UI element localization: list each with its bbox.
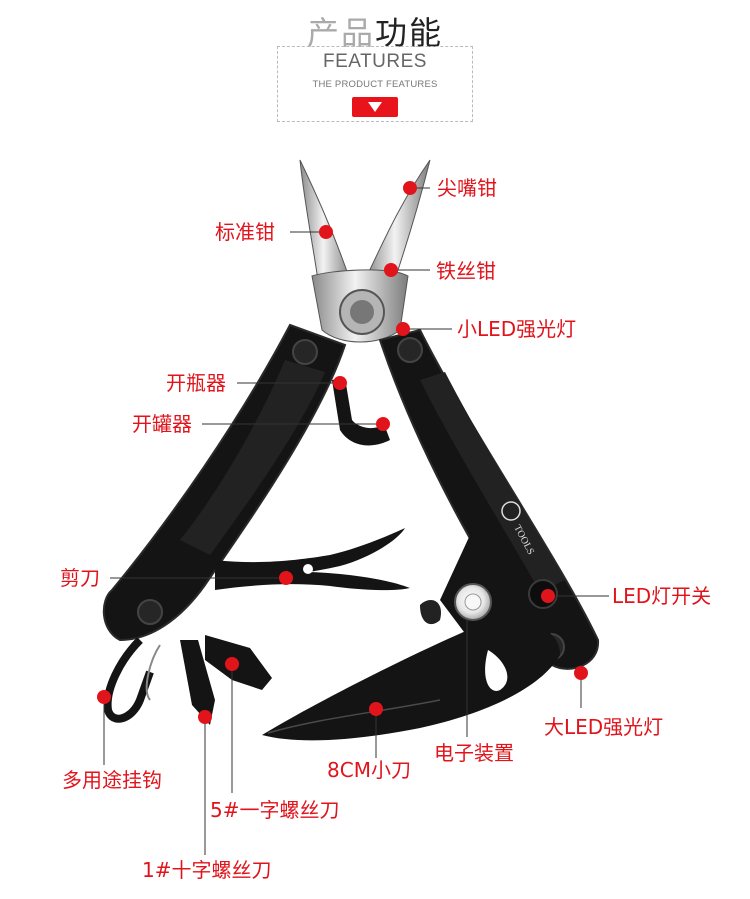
label-bottle-opener: 开瓶器 (166, 371, 226, 395)
left-handle (102, 323, 347, 642)
knife-blade (262, 535, 560, 741)
label-small-led-light: 小LED强光灯 (457, 317, 577, 341)
scroll-down-button[interactable] (352, 97, 398, 117)
label-needle-nose-pliers: 尖嘴钳 (437, 176, 497, 200)
callout-pointers (97, 181, 609, 855)
features-tagline: THE PRODUCT FEATURES (312, 79, 438, 90)
label-multi-purpose-hook: 多用途挂钩 (62, 768, 162, 792)
can-opener-tool (332, 378, 390, 446)
bottom-tools (103, 635, 272, 725)
title-dark: 功能 (375, 14, 444, 52)
label-electronic-device: 电子装置 (434, 741, 514, 765)
triangle-down-icon (368, 102, 382, 112)
label-can-opener: 开罐器 (132, 412, 192, 436)
label-standard-pliers: 标准钳 (215, 220, 275, 244)
label-led-switch: LED灯开关 (612, 584, 712, 608)
label-phillips-screwdriver: 1#十字螺丝刀 (142, 858, 272, 882)
page-title: 产品功能 (0, 8, 750, 54)
label-scissors: 剪刀 (60, 566, 100, 590)
scissors-tool (215, 528, 410, 591)
features-heading: FEATURES (323, 51, 427, 72)
title-light: 产品 (306, 14, 375, 52)
label-large-led-light: 大LED强光灯 (544, 715, 664, 739)
features-banner: FEATURES THE PRODUCT FEATURES (277, 46, 473, 122)
label-flat-screwdriver: 5#一字螺丝刀 (210, 798, 340, 822)
label-wire-cutter: 铁丝钳 (436, 259, 496, 283)
label-small-knife: 8CM小刀 (327, 758, 411, 782)
